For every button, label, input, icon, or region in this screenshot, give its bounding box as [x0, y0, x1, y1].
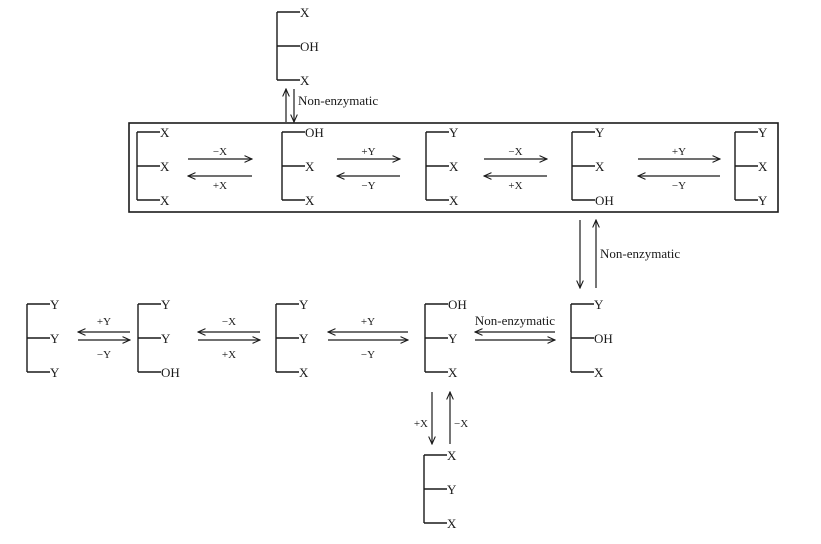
substituent-label: X	[447, 516, 457, 531]
substituent-label: OH	[448, 297, 467, 312]
substituent-label: Y	[594, 297, 604, 312]
substituent-label: OH	[305, 125, 324, 140]
substituent-label: X	[448, 365, 458, 380]
non-enzymatic-label: Non-enzymatic	[600, 246, 680, 261]
substituent-label: Y	[758, 193, 768, 208]
substituent-label: Y	[299, 331, 309, 346]
substituent-label: X	[449, 193, 459, 208]
substituent-label: X	[305, 193, 315, 208]
arrow-label-top: −X	[222, 316, 236, 328]
substituent-label: OH	[300, 39, 319, 54]
substituent-label: X	[594, 365, 604, 380]
substituent-label: X	[300, 73, 310, 88]
structure-s_yyx: Y Y X	[276, 297, 309, 380]
substituent-label: X	[160, 193, 170, 208]
non-enzymatic-label: Non-enzymatic	[475, 313, 555, 328]
substituent-label: Y	[449, 125, 459, 140]
substituent-label: Y	[50, 297, 60, 312]
substituent-label: X	[758, 159, 768, 174]
substituent-label: Y	[50, 331, 60, 346]
arrow-label-bottom: +X	[222, 349, 236, 361]
substituent-label: Y	[595, 125, 605, 140]
arrow-label-forward: −X	[213, 146, 227, 158]
substituent-label: X	[305, 159, 315, 174]
arrow-label-forward: +Y	[672, 146, 686, 158]
arrow-label-bottom: −Y	[361, 349, 375, 361]
arrow-label-top: +Y	[97, 316, 111, 328]
arrow-label-reverse: −Y	[672, 180, 686, 192]
structure-s_yxoh: Y X OH	[572, 125, 614, 208]
non-enzymatic-label: Non-enzymatic	[298, 93, 378, 108]
substituent-label: OH	[594, 331, 613, 346]
arrow-label-reverse: −Y	[361, 180, 375, 192]
substituent-label: X	[595, 159, 605, 174]
substituent-label: Y	[161, 331, 171, 346]
arrow-label-bottom: −Y	[97, 349, 111, 361]
arrow-label-down: +X	[414, 418, 428, 430]
structure-s_xxx: X X X	[137, 125, 170, 208]
arrow-label-up: −X	[454, 418, 468, 430]
substituent-label: Y	[299, 297, 309, 312]
substituent-label: Y	[448, 331, 458, 346]
structure-s_yxy: Y X Y	[735, 125, 768, 208]
arrow-label-top: +Y	[361, 316, 375, 328]
structure-s_ohyx: OH Y X	[425, 297, 467, 380]
substituent-label: Y	[447, 482, 457, 497]
substituent-label: OH	[595, 193, 614, 208]
arrow-label-forward: −X	[508, 146, 522, 158]
structure-s_yyy: Y Y Y	[27, 297, 60, 380]
structure-s_yxx: Y X X	[426, 125, 459, 208]
substituent-label: X	[160, 159, 170, 174]
substituent-label: Y	[161, 297, 171, 312]
structure-s_xohx: X OH X	[277, 5, 319, 88]
structure-s_xyx: X Y X	[424, 448, 457, 531]
substituent-label: X	[447, 448, 457, 463]
structure-s_ohxx: OH X X	[282, 125, 324, 208]
structure-s_yyoh: Y Y OH	[138, 297, 180, 380]
arrow-label-forward: +Y	[361, 146, 375, 158]
substituent-label: OH	[161, 365, 180, 380]
substituent-label: X	[449, 159, 459, 174]
substituent-label: Y	[758, 125, 768, 140]
substituent-label: X	[299, 365, 309, 380]
substituent-label: X	[160, 125, 170, 140]
substituent-label: X	[300, 5, 310, 20]
arrow-label-reverse: +X	[213, 180, 227, 192]
arrow-label-reverse: +X	[508, 180, 522, 192]
structure-s_yohx: Y OH X	[571, 297, 613, 380]
substituent-label: Y	[50, 365, 60, 380]
